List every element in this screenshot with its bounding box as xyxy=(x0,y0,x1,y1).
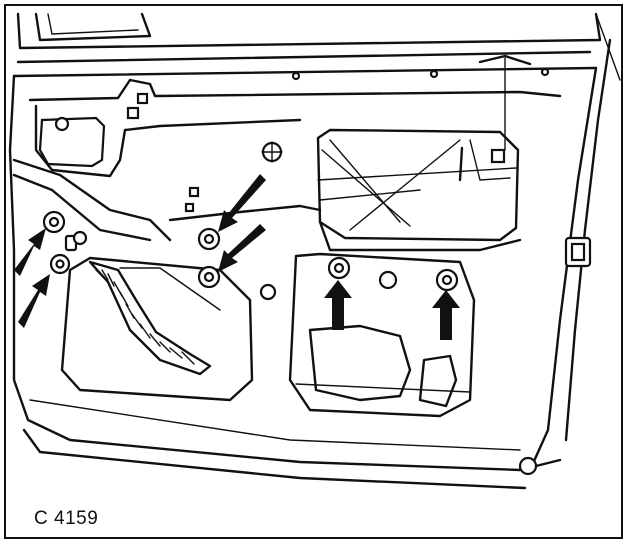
arrow-to-fastener-left-upper xyxy=(14,228,46,276)
pointer-arrows xyxy=(14,174,460,340)
fastener-left-upper xyxy=(42,210,66,234)
arrow-to-fastener-center-upper xyxy=(218,174,266,232)
fastener-center-lower xyxy=(197,265,221,289)
door-ribs xyxy=(12,158,522,252)
window-frame xyxy=(12,12,621,81)
fastener-right-1 xyxy=(327,256,351,280)
arrow-to-fastener-right-1 xyxy=(324,280,352,330)
fastener-left-lower xyxy=(49,253,71,275)
fastener-center-upper xyxy=(197,227,221,251)
door-body-outline xyxy=(8,38,612,490)
regulator-right-cutouts xyxy=(288,252,476,418)
regulator-lower-cutout xyxy=(60,256,254,402)
door-holes xyxy=(184,67,592,476)
arrow-to-fastener-center-lower xyxy=(218,224,266,272)
figure-frame xyxy=(4,4,623,539)
arrow-to-fastener-right-2 xyxy=(432,290,460,340)
figure-caption: C 4159 xyxy=(34,508,99,529)
pin-stud xyxy=(64,230,88,252)
upper-trim-rail xyxy=(28,78,562,178)
fasteners xyxy=(42,210,459,292)
arrow-to-fastener-left-lower xyxy=(18,274,50,328)
regulator-upper-opening xyxy=(316,54,532,242)
fastener-right-2 xyxy=(435,268,459,292)
